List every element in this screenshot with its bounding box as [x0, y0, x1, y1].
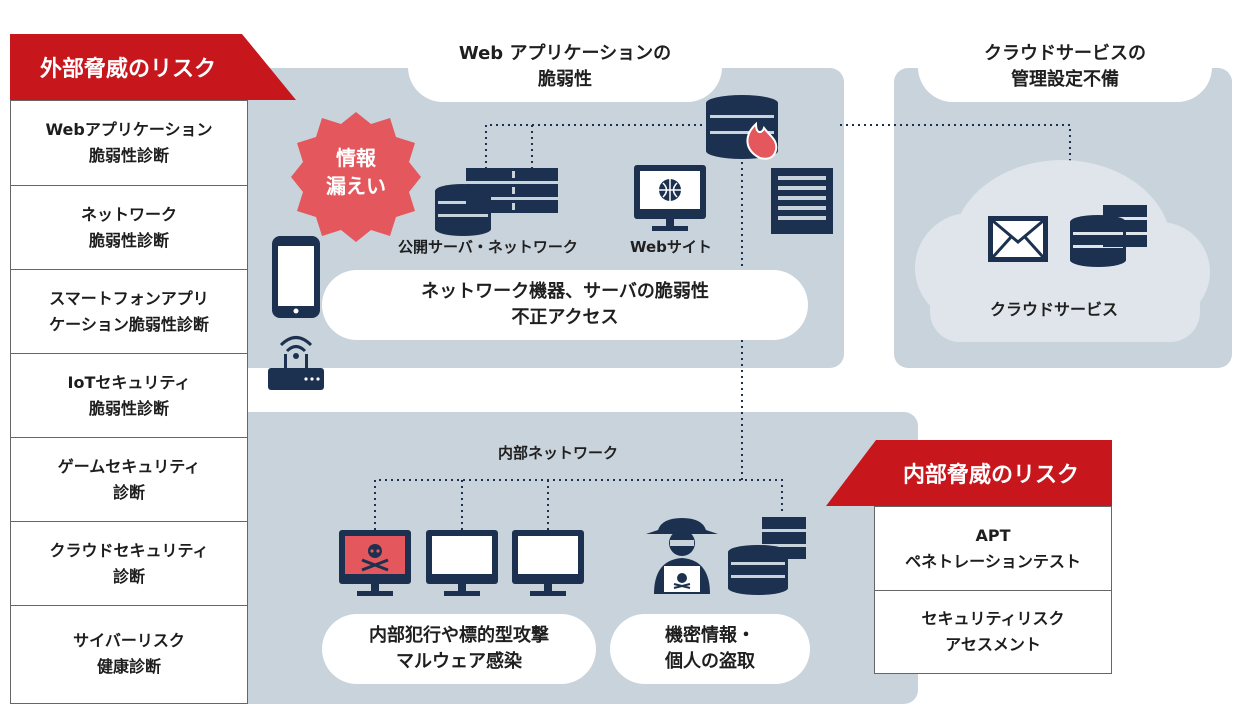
service-item-iot[interactable]: IoTセキュリティ 脆弱性診断 — [11, 354, 247, 438]
external-service-list: Webアプリケーション 脆弱性診断 ネットワーク 脆弱性診断 スマートフォンアプ… — [10, 100, 248, 704]
data-theft-pill: 機密情報・ 個人の盗取 — [610, 614, 810, 684]
leak-badge-label: 情報 漏えい — [326, 146, 386, 198]
infected-monitor-icon — [339, 530, 411, 596]
internal-crime-pill: 内部犯行や標的型攻撃 マルウェア感染 — [322, 614, 596, 684]
monitor-icon — [426, 530, 498, 596]
external-risk-banner: 外部脅威のリスク — [10, 34, 296, 100]
public-server-rack-icon — [466, 168, 558, 213]
network-vuln-pill: ネットワーク機器、サーバの脆弱性 不正アクセス — [322, 270, 808, 340]
external-risk-title: 外部脅威のリスク — [40, 57, 217, 82]
connector-lines — [374, 124, 1071, 530]
internal-service-list: APT ペネトレーションテスト セキュリティリスク アセスメント — [874, 506, 1112, 674]
service-item-network[interactable]: ネットワーク 脆弱性診断 — [11, 186, 247, 270]
cloud-shape-icon — [915, 160, 1210, 342]
fire-icon — [746, 121, 778, 160]
website-label: Webサイト — [630, 238, 712, 256]
internal-server-icon — [762, 517, 806, 559]
service-item-apt[interactable]: APT ペネトレーションテスト — [875, 507, 1111, 591]
mail-icon — [988, 216, 1048, 262]
web-app-vuln-pill: Web アプリケーションの 脆弱性 — [408, 32, 722, 102]
monitor-icon — [512, 530, 584, 596]
cloud-server-icon — [1103, 205, 1147, 247]
public-server-label: 公開サーバ・ネットワーク — [398, 238, 578, 256]
smartphone-icon — [272, 236, 320, 318]
building-icon — [771, 168, 833, 234]
hacker-icon — [646, 518, 718, 594]
service-item-smartphone[interactable]: スマートフォンアプリ ケーション脆弱性診断 — [11, 270, 247, 354]
service-item-game[interactable]: ゲームセキュリティ 診断 — [11, 438, 247, 522]
service-item-web-app[interactable]: Webアプリケーション 脆弱性診断 — [11, 101, 247, 186]
internal-risk-title: 内部脅威のリスク — [902, 463, 1079, 488]
internal-network-label: 内部ネットワーク — [498, 444, 619, 462]
leak-burst-icon — [291, 112, 421, 242]
cloud-service-label: クラウドサービス — [990, 300, 1119, 319]
service-item-cloud[interactable]: クラウドセキュリティ 診断 — [11, 522, 247, 606]
website-monitor-icon — [634, 165, 706, 231]
service-item-cyber-risk[interactable]: サイバーリスク 健康診断 — [73, 631, 185, 676]
internal-risk-banner: 内部脅威のリスク — [826, 440, 1112, 506]
service-item-risk-assessment[interactable]: セキュリティリスク アセスメント — [921, 609, 1065, 654]
router-icon — [268, 336, 324, 390]
cloud-config-pill: クラウドサービスの 管理設定不備 — [918, 32, 1212, 102]
